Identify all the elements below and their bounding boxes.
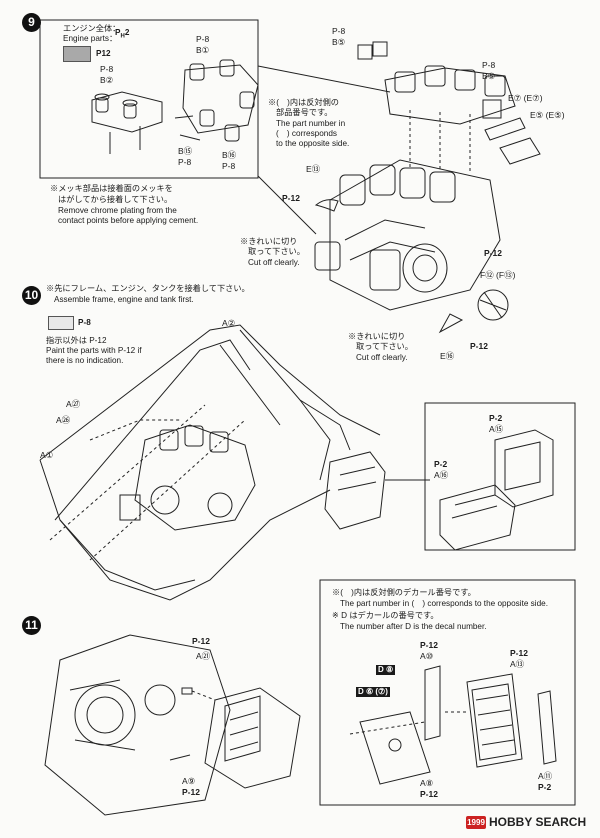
part-label: A⑪ [538,771,553,781]
chrome-note-jp2: はがしてから接着して下さい。 [58,195,173,204]
part-label: B② [100,75,114,85]
cut-note2-jp2: 取って下さい。 [356,342,413,351]
airbox-part [439,429,554,551]
decal-number-note-jp: ※ D はデカールの番号です。 [332,611,439,620]
paint-note-jp: 指示以外は P-12 [46,336,107,345]
swatch-paint-code: P-8 [78,318,91,327]
opposite-side-note-en2: ( ) corresponds [276,129,337,138]
part-label: F⑫ (F⑬) [480,270,516,280]
opposite-side-note-en3: to the opposite side. [276,139,350,148]
part-label: P-8 [332,26,346,36]
decal-opposite-note-jp: ※( )内は反対側のデカール番号です。 [332,588,476,597]
part-label: A⑮ [489,424,504,434]
cut-note-en: Cut off clearly. [248,258,300,267]
part-label: P-12 [420,789,438,799]
part-label: P-12 [192,636,210,646]
paint-swatch [63,46,91,62]
paint-note-en2: there is no indication. [46,356,124,365]
part-label: A⑩ [420,651,434,661]
part-label: P-12 [470,341,488,351]
assemble-note-jp: ※先にフレーム、エンジン、タンクを接着して下さい。 [46,284,250,293]
hobby-search-logo-icon: 1999 [466,816,486,830]
part-label: E⑬ [306,164,321,174]
part-label: A㉖ [56,415,71,425]
part-label: P-12 [420,640,438,650]
engine-parts-legend-jp: エンジン全体： [63,24,121,33]
part-label: P-8 [100,64,114,74]
opposite-side-note-jp2: 部品番号です。 [276,108,333,117]
part-label: A② [222,318,236,328]
paint-note-en1: Paint the parts with P-12 if [46,346,142,355]
decal-label: D ⑥ (⑦) [356,687,390,697]
inset-engine-left [91,91,163,154]
part-label: P-8 [222,161,236,171]
swatch-paint-code: P12 [96,49,111,58]
radiator-parts [349,665,557,785]
engine-parts-legend-en: Engine parts： [63,34,118,43]
chrome-note-en2: contact points before applying cement. [58,216,199,225]
part-label: P-8 [196,34,210,44]
engine-parts-paint-code: PH2 [115,28,130,40]
part-label: P-12 [510,648,528,658]
assemble-note-en: Assemble frame, engine and tank first. [54,295,194,304]
part-label: P-8 [482,60,496,70]
part-label: P-8 [178,157,192,167]
part-label: P-12 [282,193,300,203]
decal-opposite-note-en: The part number in ( ) corresponds to th… [340,599,548,608]
opposite-side-note-en1: The part number in [276,119,346,128]
part-label: B⑯ [222,150,237,160]
inset-engine-right [174,59,259,142]
opposite-side-note-jp1: ※( )内は反対側の [268,98,339,107]
part-label: A㉗ [66,399,81,409]
decal-number-note-en: The number after D is the decal number. [340,622,487,631]
step10-inset-box [424,402,576,551]
part-label: E⑦ (E⑦) [508,93,543,103]
part-label: A⑯ [434,470,449,480]
part-label: E⑤ (E⑤) [530,110,565,120]
part-label: A① [40,450,54,460]
frame-assembly [39,324,430,601]
engine-exploded [314,41,541,334]
part-label: P-12 [182,787,200,797]
step-11-number: 11 [22,616,41,635]
part-label: E⑯ [440,351,455,361]
part-label: B⑤ [482,71,496,81]
part-label: A⑨ [182,776,196,786]
step11-inset-box [319,579,576,806]
part-label: P-12 [484,248,502,258]
cut-note-jp2: 取って下さい。 [248,247,305,256]
cut-note-jp1: ※きれいに切り [240,237,298,246]
paint-swatch [48,316,74,330]
part-label: B⑤ [332,37,346,47]
decal-label: D ⑧ [376,665,396,675]
part-label: A⑧ [420,778,434,788]
cut-note2-jp1: ※きれいに切り [348,332,406,341]
chrome-note-en1: Remove chrome plating from the [58,206,177,215]
step-10-number: 10 [22,286,41,305]
radiator-assembly [44,634,301,816]
cut-note2-en: Cut off clearly. [356,353,408,362]
part-label: P-2 [538,782,552,792]
step9-inset-box [39,19,259,179]
step-9-number: 9 [22,13,41,32]
part-label: B⑮ [178,146,193,156]
part-label: P-2 [489,413,503,423]
chrome-note-jp1: ※メッキ部品は接着面のメッキを [50,184,173,193]
part-label: A㉑ [196,651,211,661]
part-label: P-2 [434,459,448,469]
part-label: A⑬ [510,659,525,669]
part-label: B① [196,45,210,55]
